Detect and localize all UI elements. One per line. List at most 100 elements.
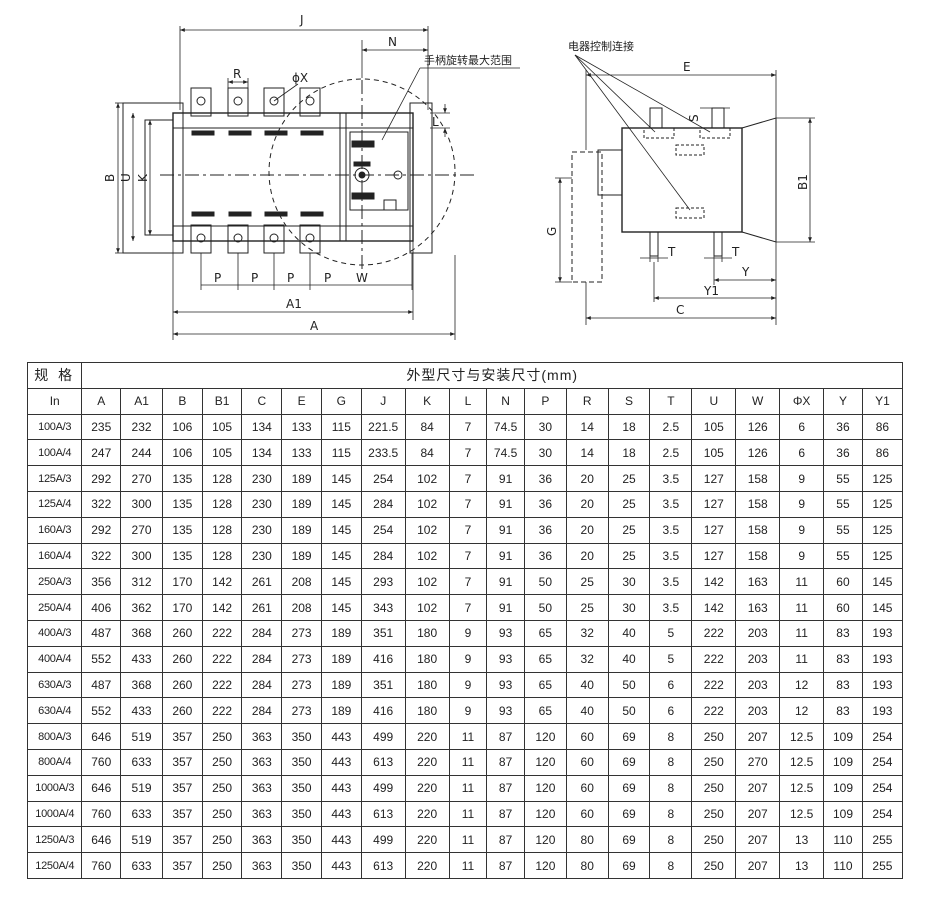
value-cell: 105 bbox=[201, 439, 243, 467]
value-cell: 125 bbox=[861, 490, 904, 518]
value-cell: 312 bbox=[120, 568, 163, 596]
value-cell: 9 bbox=[448, 671, 488, 699]
value-cell: 284 bbox=[360, 542, 406, 570]
value-cell: 120 bbox=[523, 774, 567, 802]
value-cell: 36 bbox=[823, 439, 863, 467]
dim-P1-label: P bbox=[214, 271, 221, 285]
value-cell: 233.5 bbox=[360, 439, 406, 467]
value-cell: 284 bbox=[241, 671, 283, 699]
value-cell: 519 bbox=[120, 723, 163, 750]
value-cell: 125 bbox=[861, 542, 904, 570]
value-cell: 11 bbox=[448, 800, 488, 828]
side-dimension-labels: 电器控制连接 E S B1 G T T Y Y1 C bbox=[545, 39, 810, 317]
value-cell: 207 bbox=[735, 826, 781, 854]
value-cell: 270 bbox=[120, 465, 163, 492]
value-cell: 487 bbox=[81, 671, 122, 699]
dim-K-label: K bbox=[136, 173, 150, 182]
value-cell: 50 bbox=[523, 594, 567, 621]
value-cell: 163 bbox=[735, 568, 781, 596]
value-cell: 322 bbox=[81, 490, 122, 518]
value-cell: 142 bbox=[201, 594, 243, 621]
value-cell: 7 bbox=[448, 465, 488, 492]
value-cell: 443 bbox=[320, 723, 362, 750]
value-cell: 8 bbox=[649, 800, 693, 828]
value-cell: 36 bbox=[523, 542, 567, 570]
value-cell: 350 bbox=[281, 826, 322, 854]
value-cell: 416 bbox=[360, 645, 406, 673]
column-header: J bbox=[360, 387, 406, 415]
value-cell: 5 bbox=[649, 619, 693, 647]
value-cell: 55 bbox=[823, 490, 863, 518]
value-cell: 55 bbox=[823, 465, 863, 492]
column-header: L bbox=[448, 387, 488, 415]
value-cell: 50 bbox=[523, 568, 567, 596]
value-cell: 69 bbox=[607, 852, 651, 879]
value-cell: 11 bbox=[779, 645, 825, 673]
value-cell: 351 bbox=[360, 619, 406, 647]
value-cell: 11 bbox=[448, 774, 488, 802]
value-cell: 13 bbox=[779, 852, 825, 879]
dimension-drawing: J N R ϕX B U K L P P P P W A1 A 手柄旋转最大范围 bbox=[103, 13, 815, 340]
electric-control-callout: 电器控制连接 bbox=[568, 39, 634, 53]
value-cell: 128 bbox=[201, 516, 243, 544]
value-cell: 207 bbox=[735, 774, 781, 802]
value-cell: 443 bbox=[320, 800, 362, 828]
value-cell: 12.5 bbox=[779, 723, 825, 750]
value-cell: 110 bbox=[823, 852, 863, 879]
value-cell: 433 bbox=[120, 697, 163, 725]
value-cell: 7 bbox=[448, 490, 488, 518]
value-cell: 87 bbox=[486, 826, 525, 854]
value-cell: 158 bbox=[735, 516, 781, 544]
value-cell: 36 bbox=[523, 516, 567, 544]
value-cell: 9 bbox=[779, 465, 825, 492]
value-cell: 443 bbox=[320, 826, 362, 854]
value-cell: 145 bbox=[320, 465, 362, 492]
value-cell: 350 bbox=[281, 774, 322, 802]
dim-A1-label: A1 bbox=[286, 297, 302, 311]
value-cell: 11 bbox=[448, 723, 488, 750]
value-cell: 2.5 bbox=[649, 439, 693, 467]
spec-cell: 125A/4 bbox=[26, 490, 83, 518]
column-header: U bbox=[691, 387, 737, 415]
value-cell: 120 bbox=[523, 723, 567, 750]
column-header: P bbox=[523, 387, 567, 415]
value-cell: 499 bbox=[360, 723, 406, 750]
value-cell: 7 bbox=[448, 542, 488, 570]
dim-B1-label: B1 bbox=[796, 174, 810, 190]
value-cell: 7 bbox=[448, 594, 488, 621]
dim-C-label: C bbox=[676, 303, 684, 317]
value-cell: 646 bbox=[81, 826, 122, 854]
spec-cell: 250A/4 bbox=[26, 594, 83, 621]
table-header-row: 规 格 外型尺寸与安装尺寸(mm) bbox=[26, 362, 903, 389]
value-cell: 65 bbox=[523, 645, 567, 673]
value-cell: 134 bbox=[241, 439, 283, 467]
value-cell: 9 bbox=[779, 542, 825, 570]
value-cell: 74.5 bbox=[486, 439, 525, 467]
value-cell: 69 bbox=[607, 748, 651, 776]
value-cell: 84 bbox=[404, 413, 450, 441]
dim-B-label: B bbox=[103, 174, 117, 182]
side-dimensions bbox=[555, 54, 815, 325]
value-cell: 14 bbox=[565, 439, 609, 467]
value-cell: 180 bbox=[404, 619, 450, 647]
value-cell: 69 bbox=[607, 800, 651, 828]
value-cell: 135 bbox=[161, 542, 203, 570]
dim-U-label: U bbox=[119, 173, 133, 182]
value-cell: 222 bbox=[201, 619, 243, 647]
value-cell: 193 bbox=[861, 645, 904, 673]
value-cell: 261 bbox=[241, 568, 283, 596]
value-cell: 250 bbox=[691, 826, 737, 854]
value-cell: 91 bbox=[486, 594, 525, 621]
value-cell: 203 bbox=[735, 645, 781, 673]
value-cell: 93 bbox=[486, 645, 525, 673]
value-cell: 487 bbox=[81, 619, 122, 647]
value-cell: 87 bbox=[486, 800, 525, 828]
value-cell: 145 bbox=[320, 594, 362, 621]
value-cell: 357 bbox=[161, 800, 203, 828]
dim-E-label: E bbox=[683, 60, 691, 74]
